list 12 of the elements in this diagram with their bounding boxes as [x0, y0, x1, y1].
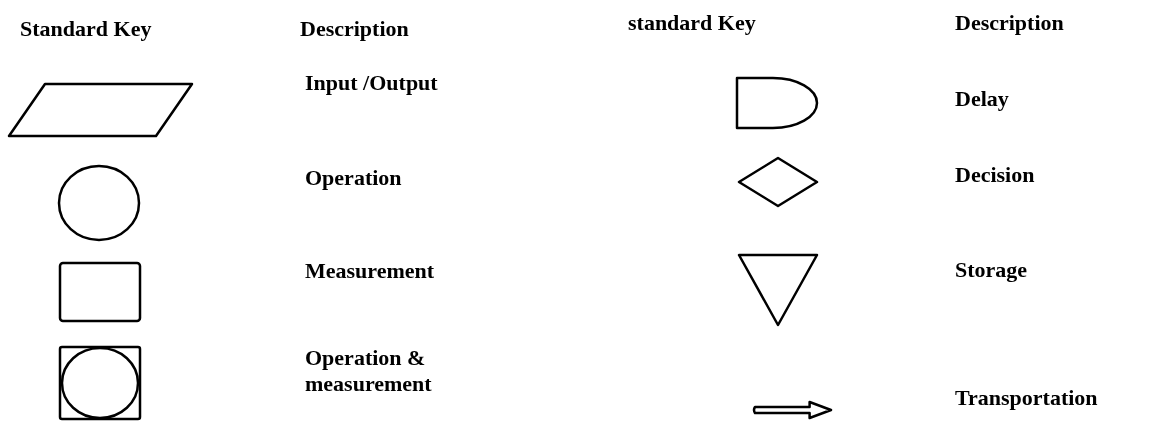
legend-label: Delay: [955, 86, 1010, 112]
legend-label: Operation & measurement: [305, 345, 433, 397]
column-heading: Description: [955, 10, 1064, 36]
column-heading: Description: [300, 16, 409, 42]
column-heading: standard Key: [628, 10, 756, 36]
legend-label: Input /Output: [305, 70, 439, 96]
legend-label: Decision: [955, 162, 1036, 188]
legend-label: Transportation: [955, 385, 1099, 411]
legend-label: Storage: [955, 257, 1029, 283]
legend-label: Operation: [305, 165, 403, 191]
column-heading: Standard Key: [20, 16, 152, 42]
legend-label: Measurement: [305, 258, 436, 284]
